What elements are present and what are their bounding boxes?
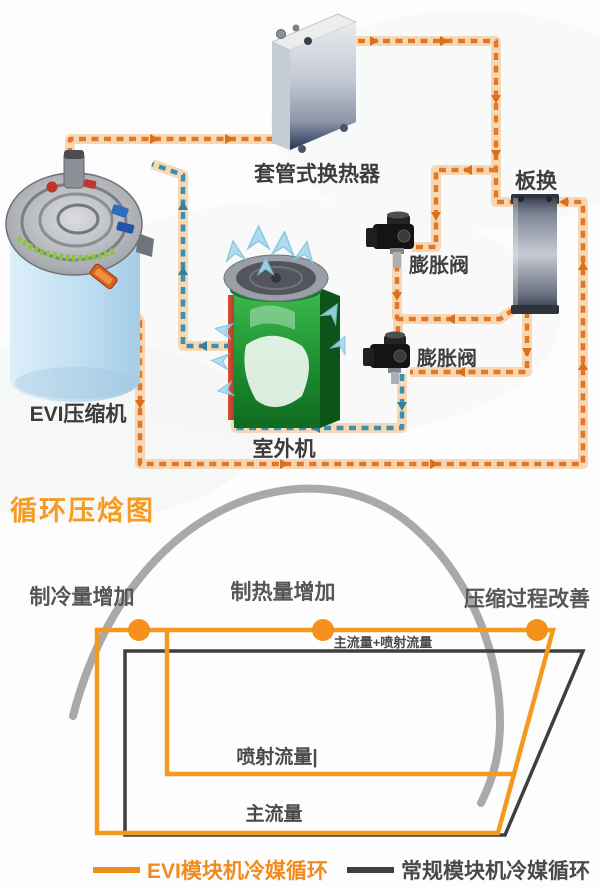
cycle-evi xyxy=(94,627,556,836)
pipe-suction-band xyxy=(150,159,231,351)
note-cooling-gain: 制冷量增加 xyxy=(30,585,135,609)
valve-top-label: 膨胀阀 xyxy=(408,253,469,277)
ph-legend: EVI模块机冷媒循环 常规模块机冷媒循环 xyxy=(93,859,590,883)
plate-hx-label: 板换 xyxy=(515,169,558,193)
legend-conventional-label: 常规模块机冷媒循环 xyxy=(401,859,590,883)
plate-heat-exchanger: 板换 xyxy=(511,169,559,314)
ph-chart: 循环压焓图 制冷量增加 制热量增加 压缩过程改善 主流量+喷射流量 喷射流量| … xyxy=(10,484,590,883)
note-main-flow: 主流量 xyxy=(245,802,302,825)
note-compression-improve: 压缩过程改善 xyxy=(464,587,590,611)
outdoor-unit: 室外机 xyxy=(223,254,340,461)
evi-compressor: EVI压缩机 xyxy=(5,150,154,426)
tube-hx-label: 套管式换热器 xyxy=(254,162,381,186)
note-main-plus-injection: 主流量+喷射流量 xyxy=(334,635,433,650)
expansion-valve-top: 膨胀阀 xyxy=(366,211,469,277)
cycle-evi-injection-branch xyxy=(164,632,514,777)
expansion-valve-bottom: 膨胀阀 xyxy=(363,331,477,384)
outdoor-unit-label: 室外机 xyxy=(253,437,316,461)
compressor-label: EVI压缩机 xyxy=(30,402,127,426)
cycle-conventional xyxy=(123,649,586,837)
ph-chart-title: 循环压焓图 xyxy=(10,495,155,526)
note-heating-gain: 制热量增加 xyxy=(231,580,336,604)
saturation-dome xyxy=(69,484,505,807)
pipe-condenser-out xyxy=(308,38,515,205)
pipe-evap-in xyxy=(233,374,405,431)
tube-heat-exchanger: 套管式换热器 xyxy=(254,13,381,186)
legend-evi-label: EVI模块机冷媒循环 xyxy=(147,859,328,883)
cycle-key-points xyxy=(128,619,548,641)
valve-bottom-label: 膨胀阀 xyxy=(416,346,477,370)
note-injection-flow: 喷射流量| xyxy=(236,745,317,768)
pipe-plate-drop xyxy=(410,311,530,375)
